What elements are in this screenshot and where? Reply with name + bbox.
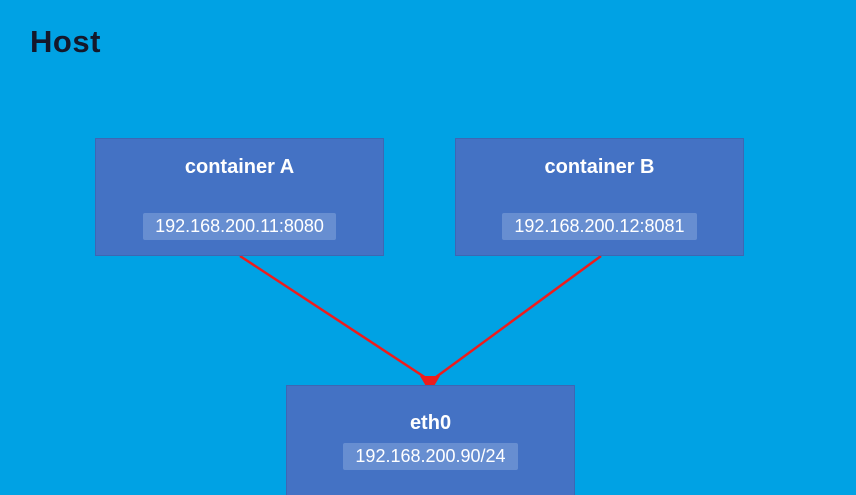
- node-eth0: eth0 192.168.200.90/24: [286, 385, 575, 495]
- host-label: Host: [30, 24, 101, 59]
- container-a-address: 192.168.200.11:8080: [143, 213, 336, 240]
- container-b-address: 192.168.200.12:8081: [502, 213, 697, 240]
- node-container-b: container B 192.168.200.12:8081: [455, 138, 744, 256]
- connector-line-a-eth0: [239, 254, 430, 382]
- node-container-a: container A 192.168.200.11:8080: [95, 138, 384, 256]
- eth0-address: 192.168.200.90/24: [343, 443, 518, 470]
- container-a-label: container A: [184, 156, 295, 178]
- container-b-label: container B: [544, 156, 655, 178]
- eth0-label: eth0: [409, 412, 452, 434]
- connector-line-b-eth0: [431, 254, 602, 382]
